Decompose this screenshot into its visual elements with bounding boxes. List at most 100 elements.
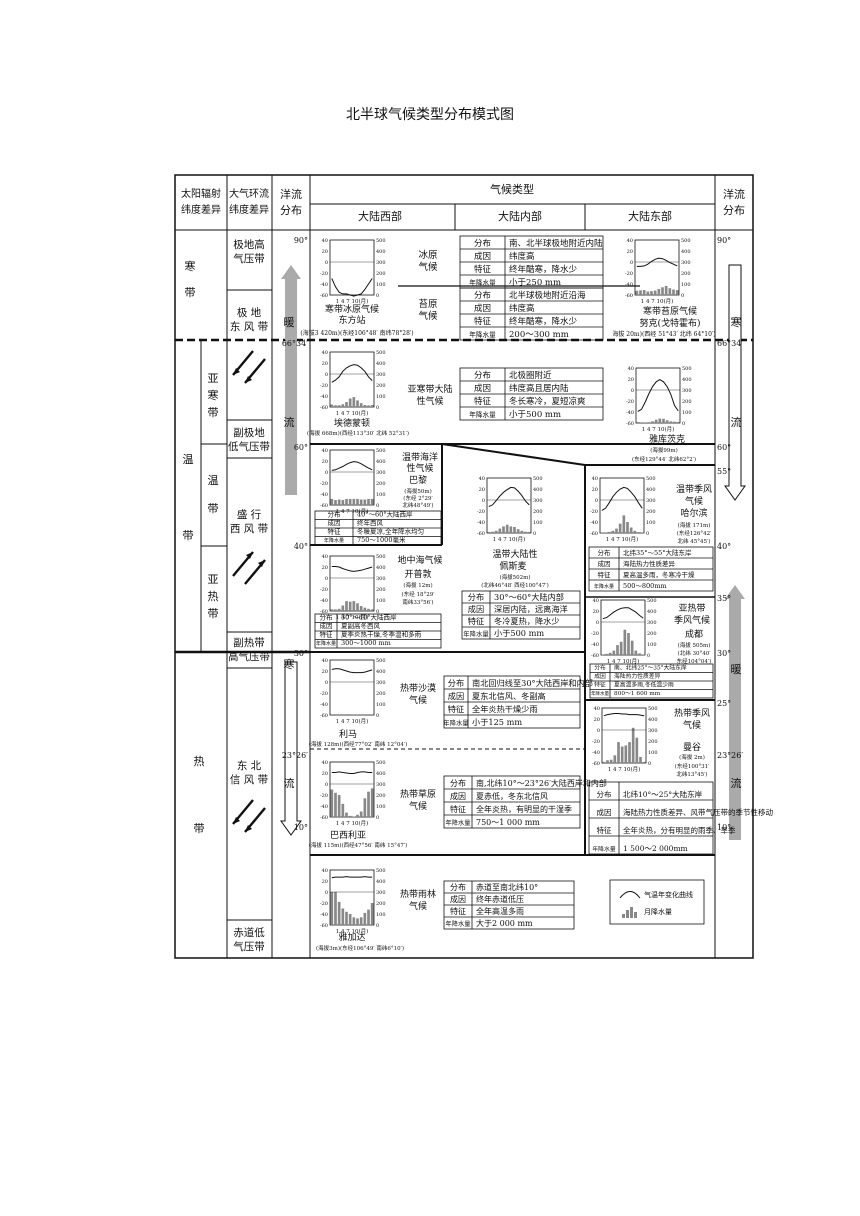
- chart-edmonton-bar: [330, 404, 334, 407]
- legend-bar-icon: [622, 914, 625, 918]
- chart-bangkok-tick: -60: [592, 761, 600, 767]
- zone-cold: 寒: [185, 259, 196, 273]
- chart-chengdu-tick: -60: [591, 653, 599, 659]
- chart-brasilia-tick: 0: [376, 815, 379, 821]
- belt-polar-easterlies: 东 风 带: [230, 320, 268, 333]
- warm-current-arrow-right: [725, 585, 745, 840]
- chart-paris-tick: 400: [376, 459, 386, 465]
- chart-harbin-frame: [599, 477, 645, 534]
- chart-yakutsk-bar: [676, 421, 680, 423]
- table-ice-key: 分布: [474, 238, 491, 249]
- chart-bangkok-curve: [603, 713, 645, 717]
- belt-equatorial-low: 赤道低: [233, 926, 265, 939]
- chart-nuuk-bar: [642, 290, 646, 295]
- latitude-label: 30°: [717, 649, 731, 658]
- table-rainforest-key: 分布: [450, 882, 466, 892]
- table-med-key: 成因: [320, 621, 333, 630]
- zone-tropic: 热: [194, 755, 205, 768]
- current-label-flow: 流: [731, 415, 742, 429]
- chart-chengdu-bar: [634, 650, 638, 655]
- chart-bismarck-bar: [520, 530, 524, 533]
- chart-chengdu-tick: 40: [593, 598, 599, 604]
- chart-edmonton-bar: [348, 398, 352, 407]
- chart-chengdu-bar: [605, 653, 608, 655]
- table-marine-key: 年降水量: [324, 537, 344, 544]
- chart-yakutsk-bar: [658, 418, 662, 423]
- chart-chengdu-tick: -20: [591, 631, 599, 637]
- chart-jakarta-tick: 500: [376, 868, 386, 874]
- westerly-arrow-head: [246, 552, 253, 559]
- chart-brasilia-tick: -60: [320, 815, 328, 821]
- climate-subarctic: 亚寒带大陆: [407, 383, 452, 395]
- table-continental-key: 年降水量: [463, 629, 489, 638]
- latitude-label: 66°34′: [717, 339, 743, 348]
- chart-bismarck-bar: [513, 526, 516, 533]
- chart-yakutsk-bar: [662, 418, 665, 423]
- chart-paris-bar: [363, 499, 367, 505]
- legend-curve-icon: [619, 891, 641, 899]
- chart-paris-tick: -60: [320, 503, 328, 509]
- chart-bismarck-bar: [516, 529, 520, 533]
- header-solar: 纬度差异: [181, 203, 221, 216]
- table-subarctic-key: 分布: [474, 370, 491, 381]
- climate-rainforest: 气候: [409, 900, 427, 912]
- header-circulation: 大气环流: [229, 187, 269, 200]
- chart-nuuk-bar: [653, 290, 657, 295]
- climate-desert: 气候: [409, 694, 427, 706]
- table-trop-monsoon-value: 北纬10°～25°大陆东岸: [623, 789, 703, 799]
- note-bangkok: (海拔 2m): [679, 753, 705, 761]
- chart-capetown-bar: [341, 605, 345, 611]
- note-brasilia: (海拔 115m)(西经47°56′ 南纬 15°47′): [309, 841, 408, 849]
- westerly-arrow-head: [258, 560, 265, 567]
- chart-yakutsk-tick: 300: [682, 388, 692, 394]
- table-ice-key: 年降水量: [469, 278, 496, 287]
- climate-med: 地中海气候: [397, 554, 442, 566]
- table-continental-key: 分布: [468, 592, 484, 602]
- chart-harbin-curve: [601, 486, 643, 511]
- chart-jakarta-tick: 0: [376, 923, 379, 929]
- label-harbin: 哈尔滨: [680, 507, 707, 519]
- latitude-label: 10°: [717, 823, 731, 832]
- chart-bismarck-tick: 20: [479, 487, 485, 493]
- chart-jakarta-bar: [341, 908, 345, 925]
- chart-capetown-tick: 0: [325, 576, 328, 582]
- belt-subpolar-low: 低气压带: [228, 440, 270, 453]
- table-subarctic-key: 成因: [474, 383, 491, 394]
- chart-brasilia-bar: [330, 789, 334, 817]
- note-capetown: 南纬33°56′): [402, 598, 433, 606]
- chart-bismarck-tick: 400: [533, 487, 543, 493]
- chart-bismarck-bar: [491, 531, 494, 533]
- table-trop-monsoon-key: 年降水量: [592, 845, 616, 853]
- table-marine-value: 750～1000毫米: [357, 535, 406, 544]
- latitude-label: 23°26′: [717, 751, 743, 760]
- chart-bangkok-bar: [606, 760, 609, 763]
- table-desert-value: 夏东北信风、冬副高: [472, 691, 546, 701]
- chart-edmonton-tick: 300: [376, 372, 386, 378]
- header-climate: 气候类型: [490, 182, 534, 196]
- climate-temp-monsoon: 气候: [685, 495, 703, 507]
- chart-bangkok-bar: [628, 742, 631, 763]
- chart-bangkok-bar: [624, 745, 628, 763]
- chart-bismarck-bar: [502, 526, 505, 533]
- belt-subtropical-high: 副热带: [233, 636, 265, 649]
- chart-paris-bar: [352, 498, 356, 505]
- chart-capetown-tick: -60: [320, 609, 328, 615]
- chart-nuuk-bar: [675, 290, 679, 295]
- chart-yakutsk-tick: -60: [626, 421, 634, 427]
- chart-nuuk-tick: -40: [625, 282, 633, 288]
- chart-brasilia-tick: -20: [320, 793, 328, 799]
- chart-harbin-tick: 0: [595, 498, 598, 504]
- chart-bismarck-tick: 200: [533, 509, 543, 515]
- chart-edmonton-tick: -60: [320, 405, 328, 411]
- note-nuuk: 海拔 20m)(西经 51°43′ 北纬 64°10′): [612, 330, 715, 338]
- note-harbin: (东经126°42′: [677, 529, 712, 537]
- chart-capetown-bar: [352, 601, 356, 611]
- zone-mid: 带: [208, 502, 219, 515]
- chart-yakutsk-tick: 100: [682, 410, 692, 416]
- chart-yakutsk-bar: [651, 421, 654, 423]
- climate-subtrop-monsoon: 亚热带: [678, 602, 705, 614]
- chart-edmonton-tick: 200: [376, 383, 386, 389]
- chart-brasilia-bar: [359, 811, 363, 817]
- chart-paris-curve: [331, 461, 373, 471]
